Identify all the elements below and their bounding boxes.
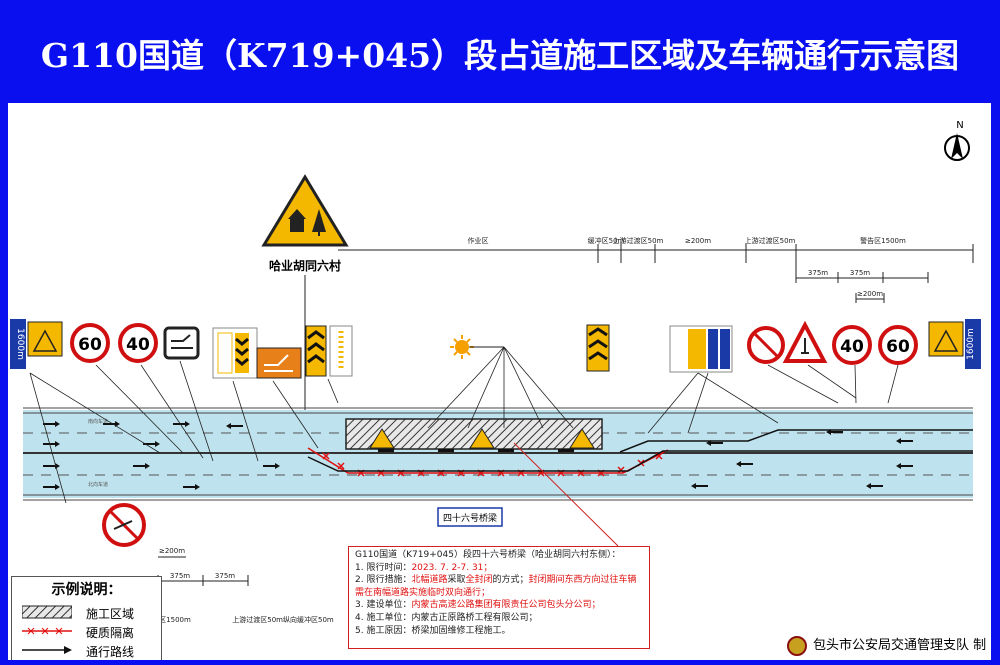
traffic-route	[307, 429, 973, 472]
lane-merge-sign-icon	[163, 326, 200, 360]
info-line-4: 4. 施工单位：内蒙古正原路桥工程有限公司；	[355, 612, 538, 623]
speed-limit-40-right	[832, 325, 872, 365]
info-box: G110国道（K719+045）段四十六号桥梁（哈业胡同六村东侧）： 1. 限行…	[348, 546, 650, 649]
svg-text:375m: 375m	[850, 269, 870, 277]
lane-label-lower: 北向车道	[88, 481, 108, 488]
lane-label-upper: 南向车道	[88, 418, 108, 425]
chevron-board-icon	[586, 324, 610, 372]
svg-text:375m: 375m	[808, 269, 828, 277]
village-label: 哈业胡同六村	[269, 258, 341, 273]
speed-limit-40-left	[118, 323, 158, 363]
north-label: N	[956, 120, 963, 131]
detour-sign-icon	[256, 347, 302, 379]
svg-text:上游过渡区50m: 上游过渡区50m	[613, 236, 664, 245]
svg-text:1600m: 1600m	[15, 328, 25, 360]
legend: 示例说明： 施工区域 硬质隔离 通行路线	[11, 576, 162, 660]
svg-text:375m: 375m	[170, 572, 190, 580]
construction-zone	[345, 418, 603, 452]
svg-text:40: 40	[840, 337, 864, 357]
village-warning-sign-icon	[261, 174, 349, 247]
info-line-3: 3. 建设单位：内蒙古高速公路集团有限责任公司包头分公司；	[355, 600, 601, 611]
road-diagram: N 哈业胡同六村 作业区 缓冲区50m 上游过渡区50m ≥200m 上游过渡区…	[10, 120, 981, 624]
credit: 包头市公安局交通管理支队 制	[783, 634, 988, 658]
warning-light-icon	[427, 335, 574, 429]
diagram-panel: N 哈业胡同六村 作业区 缓冲区50m 上游过渡区50m ≥200m 上游过渡区…	[8, 103, 991, 660]
svg-text:40: 40	[126, 335, 150, 355]
svg-text:375m: 375m	[215, 572, 235, 580]
distance-sign-right	[965, 319, 981, 369]
svg-text:警告区1500m: 警告区1500m	[860, 236, 906, 245]
distance-sign-left	[10, 319, 26, 369]
bridge-label: 四十六号桥梁	[443, 512, 497, 524]
info-heading: G110国道（K719+045）段四十六号桥梁（哈业胡同六村东侧）：	[355, 550, 621, 560]
upper-dimension-line: 作业区 缓冲区50m 上游过渡区50m ≥200m 上游过渡区50m 警告区15…	[338, 236, 974, 303]
lower-dimension-line: ≥200m 375m 375m 警告区1500m 上游过渡区50m纵向缓冲区50…	[145, 547, 334, 624]
worker-sign-icon	[369, 428, 395, 449]
bridge-label-box	[437, 507, 503, 527]
info-callout-line	[513, 442, 619, 547]
svg-text:≥200m: ≥200m	[159, 547, 185, 555]
svg-text:警告区1500m: 警告区1500m	[145, 615, 191, 624]
north-arrow-icon: N	[944, 120, 970, 161]
svg-text:作业区: 作业区	[468, 236, 489, 245]
page-title: G110国道（K719+045）段占道施工区域及车辆通行示意图	[40, 36, 960, 75]
worker-sign-icon	[569, 428, 595, 449]
info-line-1: 1. 限行时间：2023. 7. 2-7. 31；	[355, 562, 493, 573]
svg-text:60: 60	[886, 337, 910, 357]
police-badge-icon	[787, 635, 807, 656]
info-line-2: 2. 限行措施：北幅道路采取全封闭的方式；封闭期间东西方向过往车辆需在南幅道路实…	[355, 575, 637, 598]
svg-text:≥200m: ≥200m	[685, 237, 711, 245]
svg-text:缓冲区50m: 缓冲区50m	[588, 236, 625, 245]
speed-limit-60-left	[70, 323, 110, 363]
svg-text:1600m: 1600m	[966, 328, 976, 360]
right-signs: 40 60 1600m	[586, 319, 981, 373]
svg-text:上游过渡区50m: 上游过渡区50m	[745, 236, 796, 245]
info-line-5: 5. 施工原因：桥梁加固维修工程施工。	[355, 625, 511, 636]
left-signs: 1600m 60 40	[10, 319, 353, 547]
worker-sign-icon	[469, 428, 495, 449]
legend-title: 示例说明：	[51, 582, 122, 598]
chevron-board-icon	[305, 325, 327, 377]
svg-text:上游过渡区50m纵向缓冲区50m: 上游过渡区50m纵向缓冲区50m	[232, 615, 334, 624]
speed-limit-60-right	[878, 325, 918, 365]
svg-text:≥200m: ≥200m	[857, 290, 883, 298]
sign-leader-lines	[29, 360, 899, 504]
svg-text:60: 60	[78, 335, 102, 355]
credit-text: 包头市公安局交通管理支队 制	[813, 638, 987, 653]
